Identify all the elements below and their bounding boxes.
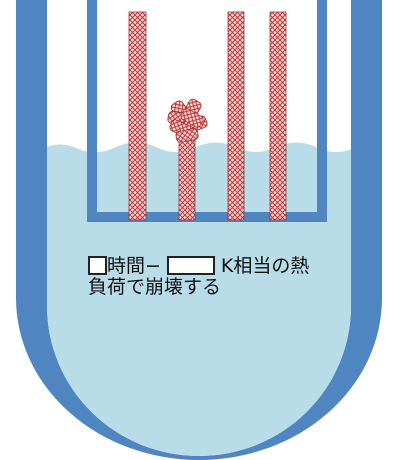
- blank-box-hours: [88, 256, 107, 275]
- fuel-rod: [269, 11, 287, 221]
- collapse-caption: 時間− K相当の熱 負荷で崩壊する: [88, 256, 348, 298]
- caption-line-2: 負荷で崩壊する: [88, 276, 222, 298]
- collapsed-fuel-rod: [178, 139, 196, 221]
- caption-line-1: 時間− K相当の熱: [88, 256, 348, 277]
- caption-heat-text: K相当の熱: [220, 255, 310, 277]
- fuel-rod: [227, 11, 245, 221]
- blank-box-kelvin: [166, 256, 215, 275]
- fuel-rod: [128, 11, 147, 221]
- fuel-debris: [167, 98, 208, 143]
- caption-hours-text: 時間−: [107, 255, 161, 277]
